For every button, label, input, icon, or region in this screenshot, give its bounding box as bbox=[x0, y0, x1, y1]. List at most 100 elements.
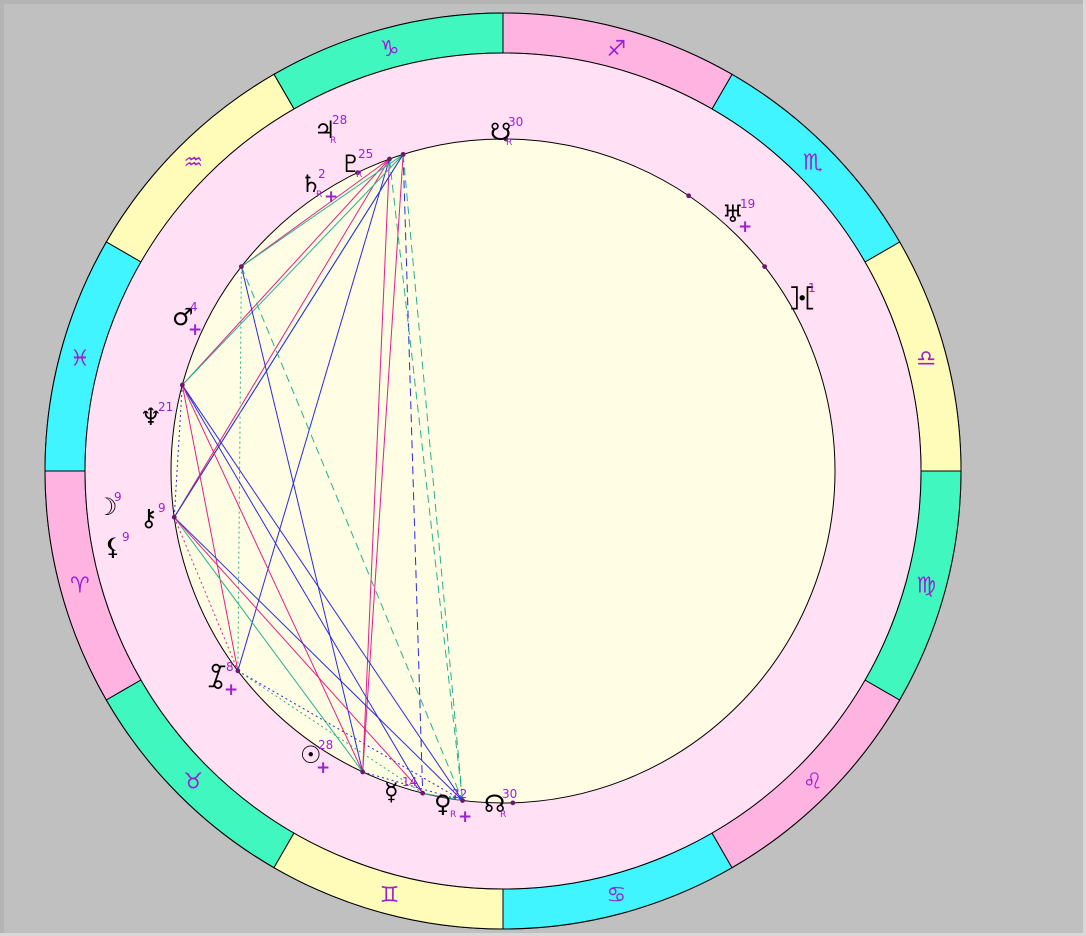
pluto-position-dot bbox=[400, 151, 406, 157]
saturn-label: ♄2R+ bbox=[300, 167, 338, 207]
north-node-position-dot bbox=[510, 800, 516, 806]
venus-label: ♀22R+ bbox=[434, 787, 472, 827]
mars-plus-marker: + bbox=[188, 320, 202, 340]
transpluto-label: ⯙8 + bbox=[208, 660, 238, 700]
venus-retrograde: R bbox=[450, 810, 456, 820]
aspect-line-chiron-mercury bbox=[173, 516, 424, 794]
aspect-line-pluto-chiron bbox=[173, 154, 404, 518]
sun-label: ☉28 + bbox=[300, 738, 333, 778]
aspect-line-sun-venus bbox=[362, 771, 463, 802]
chiron-position-dot bbox=[171, 514, 177, 520]
saturn-degree: 2 bbox=[318, 167, 326, 181]
south-node-icon: ☋ bbox=[490, 118, 511, 146]
saturn-plus-marker: + bbox=[324, 187, 338, 207]
window-frame-left bbox=[0, 0, 4, 936]
planet-labels: ♃28R♇25R♄2R+☋30R♅19+⯘1♂4+♆21☽9⚷9⚸9⯙8+☉28… bbox=[96, 113, 816, 827]
south-node-label: ☋30R bbox=[490, 115, 523, 148]
south-node-degree: 30 bbox=[508, 115, 523, 129]
house-band bbox=[84, 52, 922, 890]
aspect-line-saturn-neptune bbox=[181, 158, 390, 386]
aspect-line-chiron-venus bbox=[173, 516, 463, 801]
mercury-icon: ☿ bbox=[384, 778, 399, 806]
aries-sign-icon: ♈︎ bbox=[70, 573, 90, 598]
saturn-position-dot bbox=[387, 156, 392, 162]
proserpina-position-dot bbox=[762, 264, 768, 270]
pluto-retrograde: R bbox=[356, 170, 362, 180]
aspect-line-mercury-venus bbox=[422, 792, 463, 802]
taurus-sign-icon: ♉︎ bbox=[183, 770, 203, 795]
sagittarius-sign-icon: ♐︎ bbox=[606, 37, 626, 62]
chiron-label: ⚷9 bbox=[140, 501, 166, 532]
mercury-label: ☿14 bbox=[384, 775, 417, 806]
mars-degree: 4 bbox=[190, 300, 198, 314]
aspect-line-neptune-chiron bbox=[173, 385, 183, 518]
window-frame-top bbox=[0, 0, 1086, 4]
transpluto-position-dot bbox=[235, 668, 241, 674]
scorpio-sign-icon: ♏︎ bbox=[803, 150, 823, 175]
pisces-sign-icon: ♓︎ bbox=[70, 347, 90, 372]
mars-label: ♂4 + bbox=[172, 300, 202, 340]
moon-degree: 9 bbox=[114, 490, 122, 504]
jupiter-label: ♃28R bbox=[314, 113, 347, 146]
moon-label: ☽9 bbox=[96, 490, 122, 521]
aspect-line-neptune-sun bbox=[181, 384, 364, 773]
jupiter-retrograde: R bbox=[330, 136, 336, 146]
proserpina-label: ⯘1 bbox=[790, 281, 816, 312]
aspect-line-neptune-transpluto bbox=[181, 384, 239, 671]
aspect-line-saturn-sun bbox=[362, 159, 390, 772]
aspect-line-neptune-mercury bbox=[181, 384, 424, 794]
venus-degree: 22 bbox=[452, 787, 467, 801]
jupiter-icon: ♃ bbox=[314, 116, 336, 144]
aspect-lines bbox=[173, 153, 464, 802]
jupiter-degree: 28 bbox=[332, 113, 347, 127]
lilith-degree: 9 bbox=[122, 530, 130, 544]
aspect-line-saturn-transpluto bbox=[237, 158, 390, 671]
transpluto-degree: 8 bbox=[226, 660, 234, 674]
saturn-retrograde: R bbox=[316, 190, 322, 200]
virgo-sign-icon: ♍︎ bbox=[916, 573, 936, 598]
transpluto-plus-marker: + bbox=[224, 680, 238, 700]
aquarius-sign-icon: ♒︎ bbox=[183, 150, 203, 175]
aspect-line-pluto-sun bbox=[362, 154, 404, 772]
pluto-label: ♇25R bbox=[340, 147, 373, 180]
leo-sign-icon: ♌︎ bbox=[803, 770, 823, 795]
transpluto-icon: ⯙ bbox=[208, 663, 226, 691]
chiron-icon: ⚷ bbox=[140, 504, 158, 532]
jupiter-position-dot bbox=[355, 170, 360, 176]
inner-disc bbox=[170, 138, 836, 804]
aspect-line-mars-venus bbox=[240, 266, 464, 801]
sun-icon: ☉ bbox=[300, 741, 322, 769]
north-node-retrograde: R bbox=[500, 810, 506, 820]
mars-icon: ♂ bbox=[172, 303, 194, 331]
neptune-icon: ♆ bbox=[140, 403, 162, 431]
aspect-line-neptune-venus bbox=[181, 384, 463, 801]
mars-position-dot bbox=[238, 264, 244, 270]
capricorn-sign-icon: ♑︎ bbox=[380, 37, 400, 62]
north-node-icon: ☊ bbox=[484, 790, 505, 818]
cancer-sign-icon: ♋︎ bbox=[606, 883, 626, 908]
aspect-line-pluto-neptune bbox=[181, 154, 404, 386]
south-node-position-dot bbox=[503, 136, 509, 142]
sun-plus-marker: + bbox=[316, 758, 330, 778]
aspect-line-transpluto-venus bbox=[237, 670, 463, 801]
window-frame-bottom bbox=[0, 933, 1086, 936]
mercury-position-dot bbox=[420, 790, 426, 796]
pluto-degree: 25 bbox=[358, 147, 373, 161]
aspect-line-saturn-mars bbox=[241, 158, 390, 268]
neptune-position-dot bbox=[179, 382, 185, 388]
pluto-icon: ♇ bbox=[340, 150, 362, 178]
sun-degree: 28 bbox=[318, 738, 333, 752]
saturn-icon: ♄ bbox=[300, 170, 322, 198]
uranus-label: ♅19+ bbox=[722, 197, 755, 237]
lilith-icon: ⚸ bbox=[104, 533, 122, 561]
moon-icon: ☽ bbox=[96, 493, 118, 521]
mercury-degree: 14 bbox=[402, 775, 417, 789]
north-node-degree: 30 bbox=[502, 787, 517, 801]
aspect-line-pluto-mercury bbox=[402, 154, 424, 794]
sun-position-dot bbox=[360, 769, 366, 775]
aspect-line-pluto-mars bbox=[241, 153, 404, 268]
neptune-label: ♆21 bbox=[140, 400, 173, 431]
venus-plus-marker: + bbox=[458, 807, 472, 827]
